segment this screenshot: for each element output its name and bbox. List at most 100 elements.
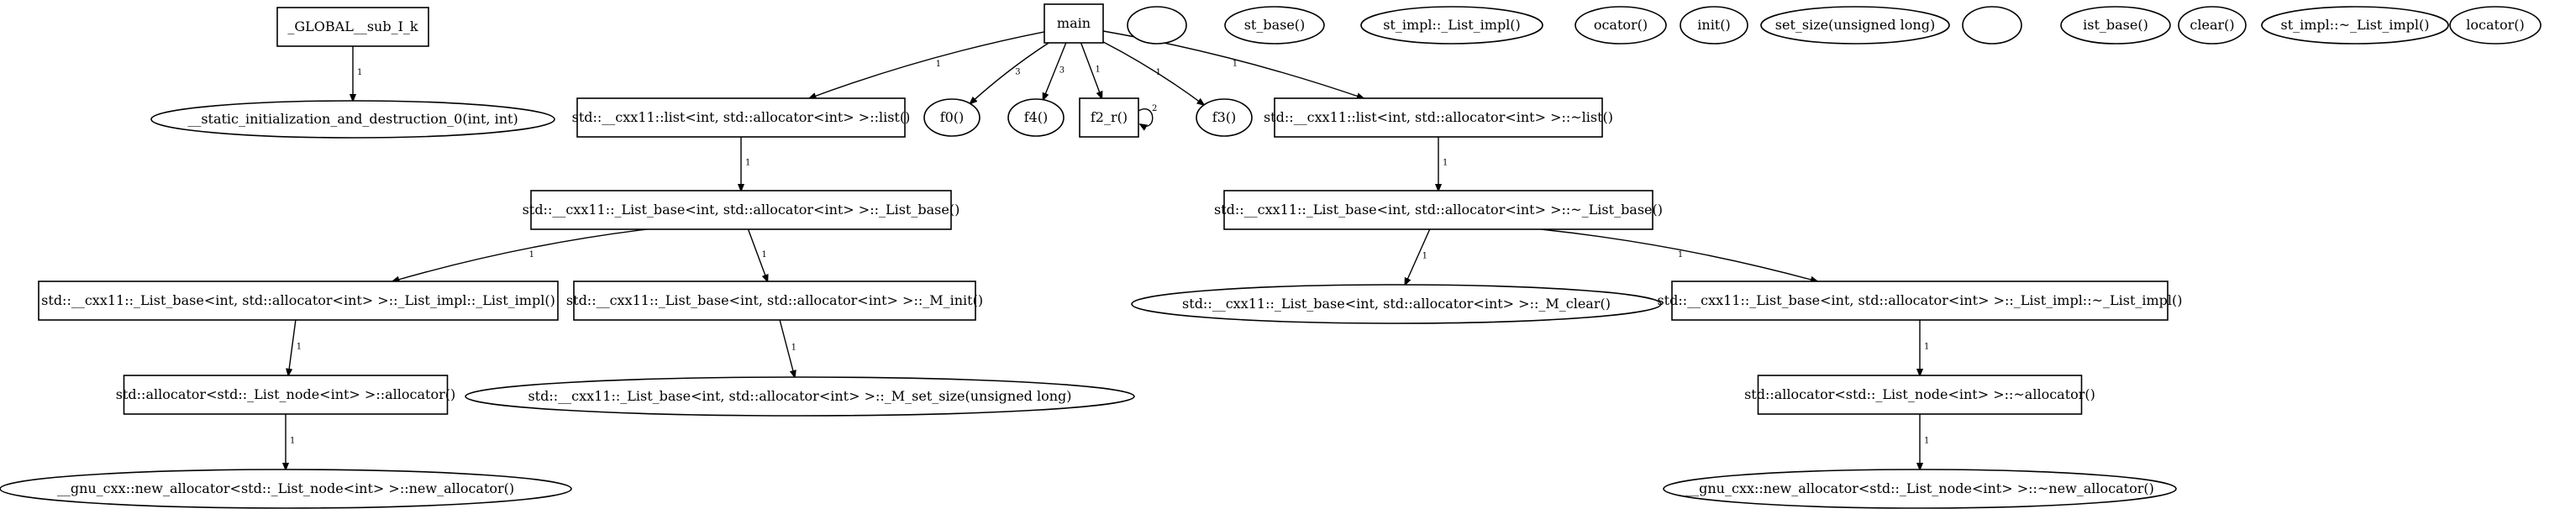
node-label: f4() xyxy=(1024,109,1049,125)
node-label: st_impl::_List_impl() xyxy=(1383,17,1521,33)
node-ellipse xyxy=(1131,284,1662,324)
node-label: std::allocator<std::_List_node<int> >::a… xyxy=(116,386,455,402)
edge-label: 1 xyxy=(1156,68,1161,77)
edge-line xyxy=(1080,42,1102,98)
node-label: std::__cxx11::_List_base<int, std::alloc… xyxy=(41,292,555,308)
node-box xyxy=(1757,375,2083,415)
node-ellipse xyxy=(2261,6,2449,45)
edge-line xyxy=(1138,108,1154,127)
node-label: __static_initialization_and_destruction_… xyxy=(187,111,518,127)
node-alloc_ctor: std::allocator<std::_List_node<int> >::a… xyxy=(116,375,455,415)
edge-line xyxy=(1102,41,1204,105)
node-ellipse xyxy=(1680,6,1748,45)
edge-label: 1 xyxy=(529,250,534,260)
node-new_alloc_ctor: __gnu_cxx::new_allocator<std::_List_node… xyxy=(0,469,572,509)
edge-line xyxy=(1540,228,1817,281)
node-label: std::__cxx11::_List_base<int, std::alloc… xyxy=(1657,292,2182,308)
edge-alloc_ctor-to-new_alloc_ctor: 1 xyxy=(286,414,295,469)
edge-label: 1 xyxy=(357,68,362,77)
node-label: f0() xyxy=(940,109,965,125)
edge-main-to-list_ctor: 1 xyxy=(809,31,1045,98)
node-set_size: set_size(unsigned long) xyxy=(1760,6,1950,45)
node-ocator: ocator() xyxy=(1575,6,1667,45)
edge-list_ctor-to-list_base_ctor: 1 xyxy=(741,137,750,191)
node-box xyxy=(123,375,449,415)
node-box xyxy=(276,7,429,47)
node-empty2 xyxy=(1962,6,2022,45)
node-m_clear: std::__cxx11::_List_base<int, std::alloc… xyxy=(1131,284,1662,324)
node-label: f3() xyxy=(1212,109,1237,125)
node-label: st_impl::~_List_impl() xyxy=(2281,17,2430,33)
node-label: std::__cxx11::_List_base<int, std::alloc… xyxy=(523,202,960,218)
node-label: std::__cxx11::_List_base<int, std::alloc… xyxy=(528,388,1071,404)
edge-main-to-f4: 3 xyxy=(1044,42,1067,100)
edge-line xyxy=(970,42,1049,103)
node-label: ocator() xyxy=(1594,17,1648,33)
node-list_base_dtor: std::__cxx11::_List_base<int, std::alloc… xyxy=(1214,190,1663,230)
edge-label: 1 xyxy=(745,159,750,168)
node-ellipse xyxy=(1127,6,1187,45)
node-box xyxy=(1671,281,2169,321)
node-ellipse xyxy=(1007,98,1065,137)
node-label: ist_base() xyxy=(2083,17,2148,33)
node-label: __gnu_cxx::new_allocator<std::_List_node… xyxy=(57,480,514,496)
edge-label: 1 xyxy=(297,343,302,352)
node-m_set_size: std::__cxx11::_List_base<int, std::alloc… xyxy=(465,376,1135,417)
node-box xyxy=(1223,190,1653,230)
edge-label: 3 xyxy=(1059,66,1065,76)
node-init: init() xyxy=(1680,6,1748,45)
node-f4: f4() xyxy=(1007,98,1065,137)
node-label: _GLOBAL__sub_I_k xyxy=(287,18,418,34)
edge-label: 1 xyxy=(1678,250,1683,260)
node-ellipse xyxy=(1196,98,1253,137)
node-box xyxy=(576,97,906,138)
node-label: st_base() xyxy=(1244,17,1306,33)
node-box xyxy=(573,281,976,321)
edge-f2_r-to-f2_r: 2 xyxy=(1138,104,1157,126)
node-ellipse xyxy=(0,469,572,509)
node-list_dtor: std::__cxx11::list<int, std::allocator<i… xyxy=(1264,97,1613,138)
node-list_base_ctor: std::__cxx11::_List_base<int, std::alloc… xyxy=(523,190,960,230)
node-ellipse xyxy=(923,98,980,137)
node-box xyxy=(1274,97,1603,138)
node-label: set_size(unsigned long) xyxy=(1775,17,1935,33)
edge-label: 2 xyxy=(1152,104,1157,113)
node-ellipse xyxy=(1224,6,1325,45)
node-st_impl: st_impl::_List_impl() xyxy=(1360,6,1543,45)
edge-line xyxy=(747,228,768,281)
node-clear: clear() xyxy=(2178,6,2247,45)
node-ellipse xyxy=(1760,6,1950,45)
node-box xyxy=(1044,3,1104,44)
node-list_impl_dtor: std::__cxx11::_List_base<int, std::alloc… xyxy=(1657,281,2183,321)
edge-line xyxy=(779,319,795,377)
node-box xyxy=(530,190,952,230)
node-main: main xyxy=(1044,3,1104,44)
node-alloc_dtor: std::allocator<std::_List_node<int> >::~… xyxy=(1744,375,2095,415)
edge-list_impl_ctor-to-alloc_ctor: 1 xyxy=(288,319,302,375)
edge-list_base_dtor-to-list_impl_dtor: 1 xyxy=(1540,228,1817,281)
node-ist_base: ist_base() xyxy=(2060,6,2171,45)
node-f0: f0() xyxy=(923,98,980,137)
edge-line xyxy=(1405,228,1431,285)
node-f2_r: f2_r() xyxy=(1079,97,1139,138)
node-label: __gnu_cxx::new_allocator<std::_List_node… xyxy=(1685,480,2154,496)
edge-label: 1 xyxy=(290,437,295,446)
node-label: std::__cxx11::_List_base<int, std::alloc… xyxy=(1214,202,1663,218)
edge-list_base_dtor-to-m_clear: 1 xyxy=(1405,228,1431,285)
node-label: init() xyxy=(1697,17,1730,33)
node-box xyxy=(1079,97,1139,138)
node-st_base: st_base() xyxy=(1224,6,1325,45)
node-ellipse xyxy=(465,376,1135,417)
node-new_alloc_dtor: __gnu_cxx::new_allocator<std::_List_node… xyxy=(1663,469,2177,509)
node-list_ctor: std::__cxx11::list<int, std::allocator<i… xyxy=(572,97,910,138)
edge-label: 1 xyxy=(1096,66,1101,75)
node-label: f2_r() xyxy=(1091,109,1128,125)
node-box xyxy=(38,281,559,321)
node-label: std::__cxx11::_List_base<int, std::alloc… xyxy=(566,292,983,308)
node-label: std::__cxx11::_List_base<int, std::alloc… xyxy=(1182,296,1611,312)
node-ellipse xyxy=(2449,6,2542,45)
edge-list_impl_dtor-to-alloc_dtor: 1 xyxy=(1920,320,1929,375)
edge-label: 1 xyxy=(1924,437,1929,446)
